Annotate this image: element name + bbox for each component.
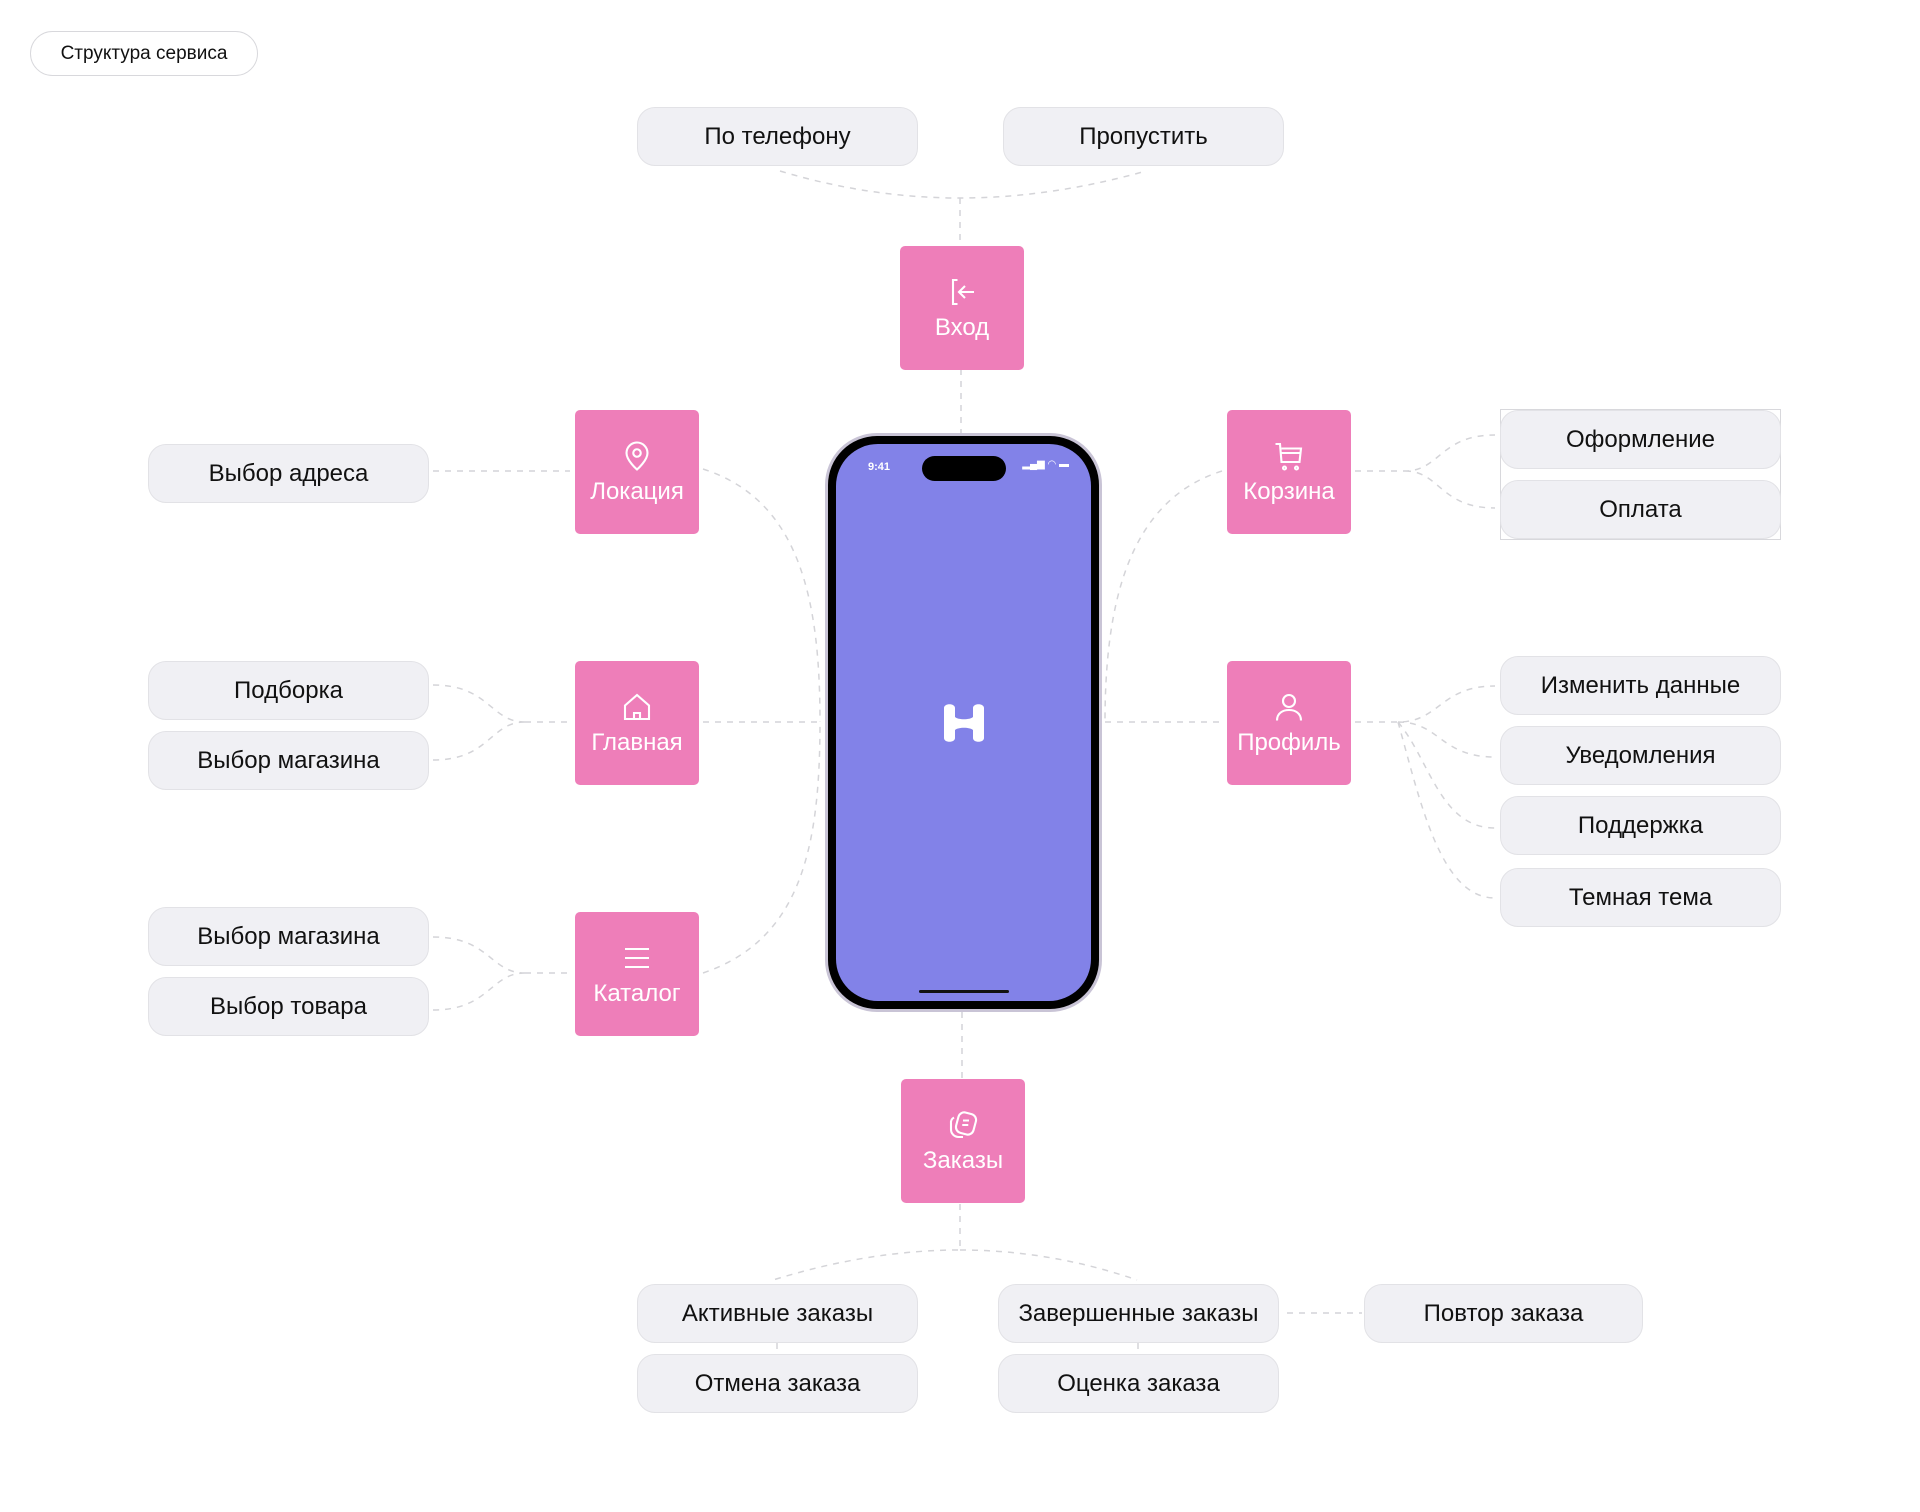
pill-skip[interactable]: Пропустить (1003, 107, 1284, 166)
pill-selection[interactable]: Подборка (148, 661, 429, 720)
status-icons: ▂▄▆ ◠ ▬ (1022, 459, 1069, 470)
pill-completed-orders[interactable]: Завершенные заказы (998, 1284, 1279, 1343)
app-logo-icon (943, 703, 984, 742)
node-orders[interactable]: Заказы (901, 1079, 1025, 1203)
cart-children-frame (1500, 409, 1781, 540)
dynamic-island (921, 456, 1006, 481)
phone-screen: 9:41 ▂▄▆ ◠ ▬ (836, 444, 1091, 1001)
login-icon (951, 278, 974, 306)
node-catalog[interactable]: Каталог (575, 912, 699, 1036)
pill-active-orders[interactable]: Активные заказы (637, 1284, 918, 1343)
node-login[interactable]: Вход (900, 246, 1024, 370)
phone-mockup: 9:41 ▂▄▆ ◠ ▬ (825, 433, 1102, 1012)
pill-choose-address[interactable]: Выбор адреса (148, 444, 429, 503)
home-icon (623, 693, 651, 721)
node-label: Корзина (1243, 478, 1335, 505)
pill-repeat-order[interactable]: Повтор заказа (1364, 1284, 1643, 1343)
home-indicator (918, 990, 1009, 993)
node-home[interactable]: Главная (575, 661, 699, 785)
pill-choose-product[interactable]: Выбор товара (148, 977, 429, 1036)
node-profile[interactable]: Профиль (1227, 661, 1351, 785)
node-cart[interactable]: Корзина (1227, 410, 1351, 534)
pill-edit-data[interactable]: Изменить данные (1500, 656, 1781, 715)
pill-by-phone[interactable]: По телефону (637, 107, 918, 166)
menu-icon (625, 947, 649, 969)
node-label: Профиль (1237, 729, 1341, 756)
pill-payment[interactable]: Оплата (1500, 480, 1781, 539)
node-label: Главная (591, 729, 683, 756)
status-time: 9:41 (868, 461, 891, 473)
pill-support[interactable]: Поддержка (1500, 796, 1781, 855)
node-label: Каталог (593, 980, 681, 1007)
pill-rate-order[interactable]: Оценка заказа (998, 1354, 1279, 1413)
node-location[interactable]: Локация (575, 410, 699, 534)
pill-choose-store[interactable]: Выбор магазина (148, 731, 429, 790)
pill-notifications[interactable]: Уведомления (1500, 726, 1781, 785)
node-label: Вход (934, 314, 990, 341)
pill-cancel-order[interactable]: Отмена заказа (637, 1354, 918, 1413)
location-pin-icon (625, 441, 649, 471)
page-title: Структура сервиса (30, 31, 258, 76)
pill-dark-theme[interactable]: Темная тема (1500, 868, 1781, 927)
pill-choose-store-catalog[interactable]: Выбор магазина (148, 907, 429, 966)
pill-checkout[interactable]: Оформление (1500, 410, 1781, 469)
node-label: Локация (590, 478, 684, 505)
orders-icon (949, 1111, 978, 1139)
user-icon (1275, 693, 1303, 721)
node-label: Заказы (922, 1147, 1004, 1174)
cart-icon (1275, 442, 1303, 471)
